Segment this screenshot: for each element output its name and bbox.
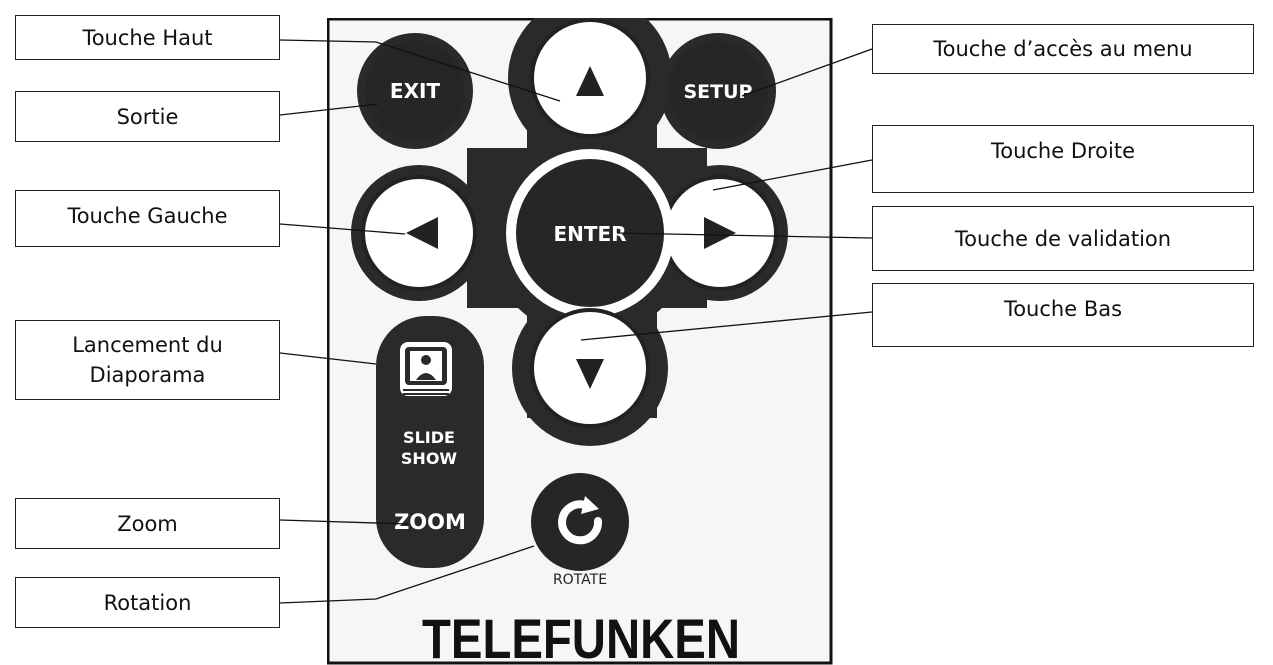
leader-rotation [279, 545, 535, 604]
leader-enter [616, 232, 873, 239]
brand-logo: TELEFUNKEN [422, 607, 740, 665]
down-arrow-icon [576, 359, 604, 389]
remote-control: EXIT SETUP ENTER [327, 18, 833, 665]
callout-slideshow-line2: Diaporama [89, 363, 206, 387]
callout-right-text: Touche Droite [990, 139, 1136, 163]
callout-down: Touche Bas [872, 283, 1254, 347]
leader-left [279, 223, 406, 235]
leader-down [580, 311, 873, 341]
exit-button-label: EXIT [390, 79, 441, 103]
callout-enter: Touche de validation [872, 206, 1254, 271]
rotate-button[interactable] [531, 473, 629, 571]
callout-left: Touche Gauche [15, 190, 280, 247]
leader-zoom [279, 519, 409, 525]
enter-button-label: ENTER [553, 222, 626, 246]
enter-button[interactable]: ENTER [506, 149, 674, 317]
callout-menu-text: Touche d’accès au menu [933, 37, 1193, 61]
up-arrow-icon [576, 66, 604, 96]
callout-slideshow: Lancement du Diaporama [15, 320, 280, 400]
callout-exit: Sortie [15, 91, 280, 142]
leader-slideshow [279, 352, 377, 365]
callout-left-text: Touche Gauche [67, 204, 228, 228]
up-button[interactable] [530, 18, 650, 138]
callout-enter-text: Touche de validation [954, 226, 1172, 251]
leader-right [712, 159, 873, 191]
callout-exit-text: Sortie [116, 104, 179, 129]
leader-exit [279, 103, 379, 116]
callout-down-text: Touche Bas [1003, 297, 1123, 321]
down-button[interactable] [530, 308, 650, 428]
callout-rotation-text: Rotation [103, 590, 192, 615]
callout-zoom: Zoom [15, 498, 280, 549]
callout-right: Touche Droite [872, 125, 1254, 193]
zoom-button[interactable]: ZOOM [394, 510, 466, 534]
callout-slideshow-line1: Lancement du [72, 333, 223, 357]
rotate-caption: ROTATE [553, 572, 607, 588]
callout-zoom-text: Zoom [117, 511, 178, 536]
setup-button[interactable]: SETUP [668, 41, 768, 141]
leader-menu [741, 48, 873, 97]
slide-label-line2: SHOW [401, 449, 458, 468]
slideshow-icon [400, 342, 452, 396]
left-arrow-icon [406, 217, 438, 249]
left-button[interactable] [361, 175, 477, 291]
rotate-icon [558, 496, 603, 545]
zoom-button-label: ZOOM [394, 510, 466, 534]
callout-rotation: Rotation [15, 577, 280, 628]
exit-button[interactable]: EXIT [365, 41, 465, 141]
slideshow-button[interactable]: SLIDE SHOW [400, 342, 457, 468]
slide-label-line1: SLIDE [403, 428, 455, 447]
callout-up-text: Touche Haut [82, 25, 213, 50]
callout-up: Touche Haut [15, 15, 280, 60]
right-arrow-icon [704, 217, 736, 249]
callout-menu: Touche d’accès au menu [872, 24, 1254, 74]
leader-up [279, 39, 561, 102]
setup-button-label: SETUP [684, 81, 753, 103]
